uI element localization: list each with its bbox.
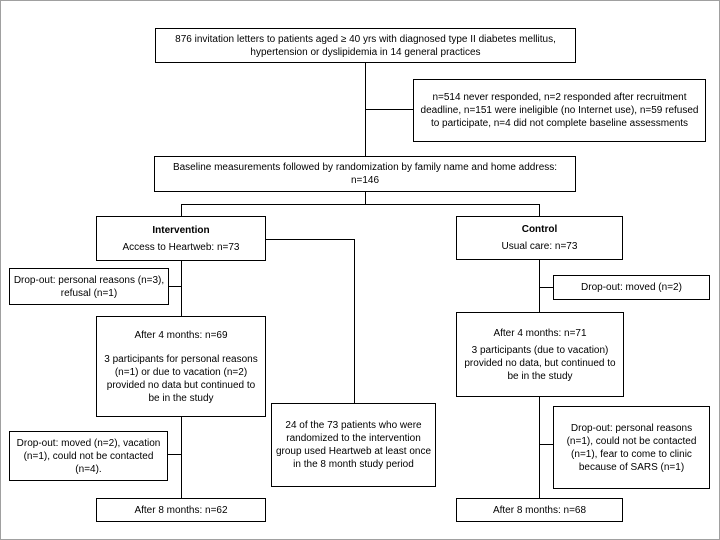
excluded-participants-box: n=514 never responded, n=2 responded aft… bbox=[413, 79, 706, 142]
dropout-control-2-text: Drop-out: personal reasons (n=1), could … bbox=[566, 422, 697, 473]
excluded-participants-text: n=514 never responded, n=2 responded aft… bbox=[420, 92, 699, 129]
after-4-months-intervention-note: 3 participants for personal reasons (n=1… bbox=[104, 353, 258, 404]
baseline-randomization-text: Baseline measurements followed by random… bbox=[172, 162, 558, 186]
connector-after4-to-after8-control bbox=[539, 396, 540, 498]
after-4-months-control-note: 3 participants (due to vacation) provide… bbox=[464, 344, 616, 382]
after-8-months-control-box: After 8 months: n=68 bbox=[456, 498, 623, 522]
control-arm-text: Usual care: n=73 bbox=[501, 241, 578, 252]
dropout-control-2-box: Drop-out: personal reasons (n=1), could … bbox=[553, 406, 710, 489]
connector-after4-to-after8-intervention bbox=[181, 416, 182, 498]
connector-dropout-control-2-branch bbox=[539, 444, 554, 445]
connector-randomization-split bbox=[181, 204, 540, 205]
invitation-letters-box: 876 invitation letters to patients aged … bbox=[155, 28, 576, 63]
dropout-intervention-2-box: Drop-out: moved (n=2), vacation (n=1), c… bbox=[9, 431, 168, 481]
connector-dropout-intervention-2-branch bbox=[167, 454, 182, 455]
intervention-arm-box: Intervention Access to Heartweb: n=73 bbox=[96, 216, 266, 261]
after-4-months-control-box: After 4 months: n=71 3 participants (due… bbox=[456, 312, 624, 397]
heartweb-usage-box: 24 of the 73 patients who were randomize… bbox=[271, 403, 436, 487]
after-8-months-control-text: After 8 months: n=68 bbox=[492, 504, 587, 516]
connector-intervention-to-heartweb-vertical bbox=[354, 239, 355, 403]
after-8-months-intervention-text: After 8 months: n=62 bbox=[134, 504, 228, 516]
intervention-arm-text: Access to Heartweb: n=73 bbox=[122, 241, 240, 253]
after-8-months-intervention-box: After 8 months: n=62 bbox=[96, 498, 266, 522]
intervention-arm-title: Intervention bbox=[152, 224, 210, 236]
invitation-letters-text: 876 invitation letters to patients aged … bbox=[175, 33, 556, 58]
dropout-control-1-text: Drop-out: moved (n=2) bbox=[581, 282, 682, 293]
dropout-intervention-1-box: Drop-out: personal reasons (n=3), refusa… bbox=[9, 268, 169, 305]
connector-split-to-intervention bbox=[181, 204, 182, 216]
control-arm-box: Control Usual care: n=73 bbox=[456, 216, 623, 260]
heartweb-usage-text: 24 of the 73 patients who were randomize… bbox=[275, 420, 432, 470]
connector-split-to-control bbox=[539, 204, 540, 216]
baseline-randomization-box: Baseline measurements followed by random… bbox=[154, 156, 576, 192]
dropout-control-1-box: Drop-out: moved (n=2) bbox=[553, 275, 710, 300]
after-4-months-intervention-headline: After 4 months: n=69 bbox=[134, 329, 228, 341]
connector-baseline-stub bbox=[365, 191, 366, 204]
connector-intervention-to-heartweb-horizontal bbox=[265, 239, 355, 240]
control-arm-title: Control bbox=[521, 224, 558, 235]
connector-dropout-control-1-branch bbox=[539, 287, 554, 288]
dropout-intervention-2-text: Drop-out: moved (n=2), vacation (n=1), c… bbox=[16, 437, 161, 475]
connector-intervention-to-after4 bbox=[181, 260, 182, 316]
connector-dropout-intervention-1-branch bbox=[168, 286, 182, 287]
dropout-intervention-1-text: Drop-out: personal reasons (n=3), refusa… bbox=[13, 274, 165, 299]
after-4-months-control-headline: After 4 months: n=71 bbox=[493, 327, 587, 339]
connector-control-to-after4 bbox=[539, 259, 540, 312]
after-4-months-intervention-box: After 4 months: n=69 3 participants for … bbox=[96, 316, 266, 417]
connector-excluded-branch bbox=[365, 109, 413, 110]
